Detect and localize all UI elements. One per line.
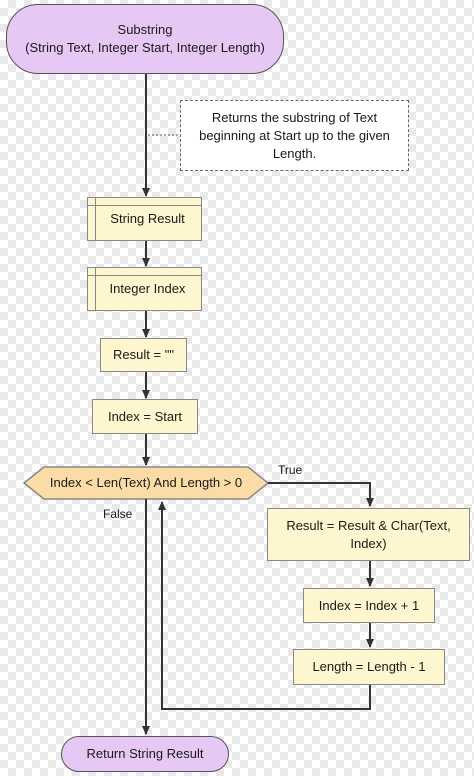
false-edge-label: False (103, 507, 133, 521)
decrement-length-box: Length = Length - 1 (293, 649, 445, 685)
end-label: Return String Result (86, 746, 204, 761)
edge-loop-back (158, 501, 371, 710)
comment-note: Returns the substring of Text beginning … (180, 100, 409, 171)
decision-label: Index < Len(Text) And Length > 0 (49, 475, 243, 490)
declare-index-label: Integer Index (109, 281, 186, 296)
decision-label-box: Index < Len(Text) And Length > 0 (40, 467, 252, 499)
comment-text: Returns the substring of Text beginning … (199, 109, 390, 161)
declare-result-label: String Result (110, 211, 185, 226)
assign-index-label: Index = Start (107, 408, 183, 424)
increment-index-box: Index = Index + 1 (303, 588, 435, 623)
start-label: Substring (String Text, Integer Start, I… (25, 22, 265, 55)
end-terminal: Return String Result (61, 736, 229, 772)
decrement-length-label: Length = Length - 1 (312, 659, 426, 674)
declare-result-box: String Result (87, 197, 202, 241)
assign-index-box: Index = Start (92, 399, 198, 434)
assign-result-box: Result = "" (100, 338, 187, 372)
assign-result-label: Result = "" (113, 347, 174, 362)
start-terminal: Substring (String Text, Integer Start, I… (6, 4, 284, 74)
edge-decision-true (268, 482, 374, 507)
append-char-box: Result = Result & Char(Text, Index) (267, 508, 470, 561)
declare-index-box: Integer Index (87, 267, 202, 311)
append-char-label: Result = Result & Char(Text, Index) (286, 517, 451, 551)
true-edge-label: True (278, 463, 303, 477)
increment-index-label: Index = Index + 1 (318, 597, 420, 613)
